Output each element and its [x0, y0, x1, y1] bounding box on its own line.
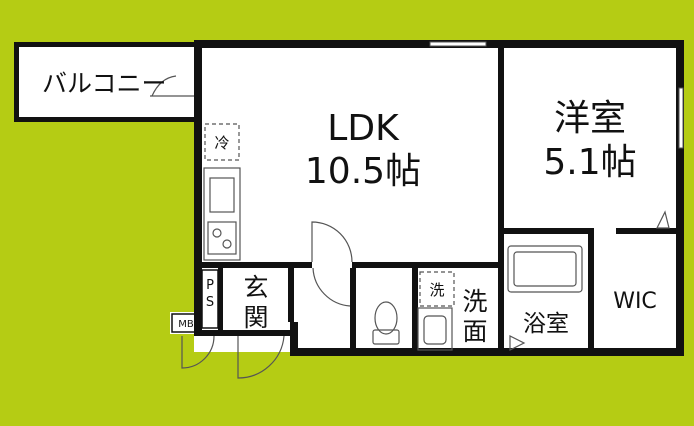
balcony-door — [150, 75, 194, 97]
western-room-name-label: 洋室 — [554, 98, 626, 139]
sink-icon — [209, 177, 235, 213]
washroom-label-line1: 洗 — [462, 287, 487, 316]
bathtub-icon — [507, 245, 583, 293]
ldk-name-label: LDK — [327, 108, 400, 149]
mb-box — [171, 313, 201, 333]
toilet-icon — [372, 301, 400, 345]
door-swing-icon — [181, 210, 670, 379]
entrance-label-line2: 関 — [243, 303, 268, 332]
balcony-label: バルコニー — [42, 69, 167, 98]
utility-boxes — [171, 269, 219, 333]
western-room-size-label: 5.1帖 — [543, 142, 636, 183]
fixture-labels: 冷 洗 P S MB — [178, 134, 444, 330]
interior-walls — [202, 48, 684, 352]
kitchen-counter — [203, 123, 241, 261]
ps-label-line2: S — [206, 295, 214, 310]
washer-label: 洗 — [429, 281, 444, 299]
stove-icon — [207, 221, 237, 255]
washbasin-icon — [417, 307, 453, 351]
bathroom-label: 浴室 — [523, 311, 569, 337]
ps-box — [201, 269, 219, 329]
windows — [429, 41, 684, 149]
wic-label: WIC — [613, 289, 657, 314]
floor-areas — [14, 42, 682, 352]
ps-label-line1: P — [206, 278, 214, 293]
ldk-size-label: 10.5帖 — [305, 151, 421, 192]
washroom-fixtures — [417, 271, 455, 351]
washroom-label-line2: 面 — [462, 317, 487, 346]
room-labels: バルコニー LDK 10.5帖 洋室 5.1帖 WIC 玄 関 洗 面 浴室 — [42, 69, 657, 346]
washer-space-icon — [419, 271, 455, 307]
fridge-label: 冷 — [214, 134, 229, 152]
fridge-space-icon — [204, 123, 240, 161]
mb-label: MB — [178, 319, 194, 330]
entrance-label-line1: 玄 — [243, 273, 268, 302]
